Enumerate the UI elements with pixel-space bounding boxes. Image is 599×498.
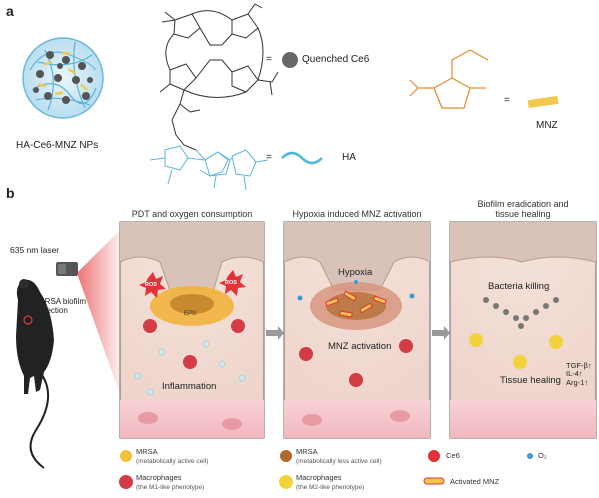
legend-m1-sub: (the M1-like phenotype) <box>136 484 205 491</box>
legend-m2-sub: (the M2-like phenotype) <box>296 484 365 491</box>
mnz-bar-icon <box>527 95 559 109</box>
legend-ce6: Ce6 <box>446 451 460 460</box>
ros-label-right: ROS <box>225 280 237 286</box>
ha-wave-icon <box>281 151 323 165</box>
panel-b-letter: b <box>6 185 15 201</box>
arrow-stage-2-to-3 <box>432 326 450 340</box>
ros-label-left: ROS <box>145 282 157 288</box>
ha-structure <box>149 145 269 191</box>
mnz-label: MNZ <box>536 120 558 131</box>
mnz-activation-label: MNZ activation <box>328 341 392 352</box>
mnz-structure <box>409 49 489 109</box>
legend-mrsa-active: MRSA <box>136 447 158 456</box>
mouse-icon <box>16 279 54 469</box>
mouse-label: MRSA biofilm infection <box>38 297 87 315</box>
legend-mrsa-less-sub: (metabolically less active cell) <box>296 458 382 465</box>
legend-m1: Macrophages <box>136 473 182 482</box>
laser-label: 635 nm laser <box>10 245 60 255</box>
legend-mrsa-active-sub: (metabolically active cell) <box>136 458 209 465</box>
quenched-ce6-icon <box>282 52 298 68</box>
stage-3-illustration <box>449 221 597 439</box>
ha-label: HA <box>342 152 356 163</box>
np-label: HA-Ce6-MNZ NPs <box>16 140 99 151</box>
panel-a-letter: a <box>6 3 14 19</box>
stage-2-illustration <box>283 221 431 439</box>
laser-beam <box>78 228 122 400</box>
arrow-stage-1-to-2 <box>266 326 284 340</box>
equals-mnz: = <box>504 95 510 106</box>
laser-device-icon <box>56 262 78 276</box>
tissue-healing-label: Tissue healing <box>500 375 561 386</box>
legend-activated-mnz: Activated MNZ <box>450 477 500 486</box>
inflammation-label: Inflammation <box>162 381 217 392</box>
stage-1-illustration <box>119 221 265 439</box>
stage-1-title: PDT and oxygen consumption <box>131 209 253 219</box>
bacteria-killing-label: Bacteria killing <box>488 281 550 292</box>
stage-3-title: Biofilm eradication and tissue healing <box>477 199 569 219</box>
np-illustration <box>22 37 104 119</box>
markers-label: TGF-β↑ IL-4↑ Arg-1↑ <box>566 361 592 387</box>
quenched-ce6-label: Quenched Ce6 <box>302 54 370 65</box>
legend-m2: Macrophages <box>296 473 342 482</box>
hypoxia-label: Hypoxia <box>338 267 373 278</box>
legend-icons <box>119 450 533 489</box>
legend-mrsa-less: MRSA <box>296 447 318 456</box>
equals-ce6: = <box>266 54 272 65</box>
ce6-structure <box>159 3 279 151</box>
legend-o2: O₂ <box>538 451 547 460</box>
eps-label: EPS <box>184 311 197 317</box>
equals-ha: = <box>266 152 272 163</box>
stage-2-title: Hypoxia induced MNZ activation <box>292 209 422 219</box>
